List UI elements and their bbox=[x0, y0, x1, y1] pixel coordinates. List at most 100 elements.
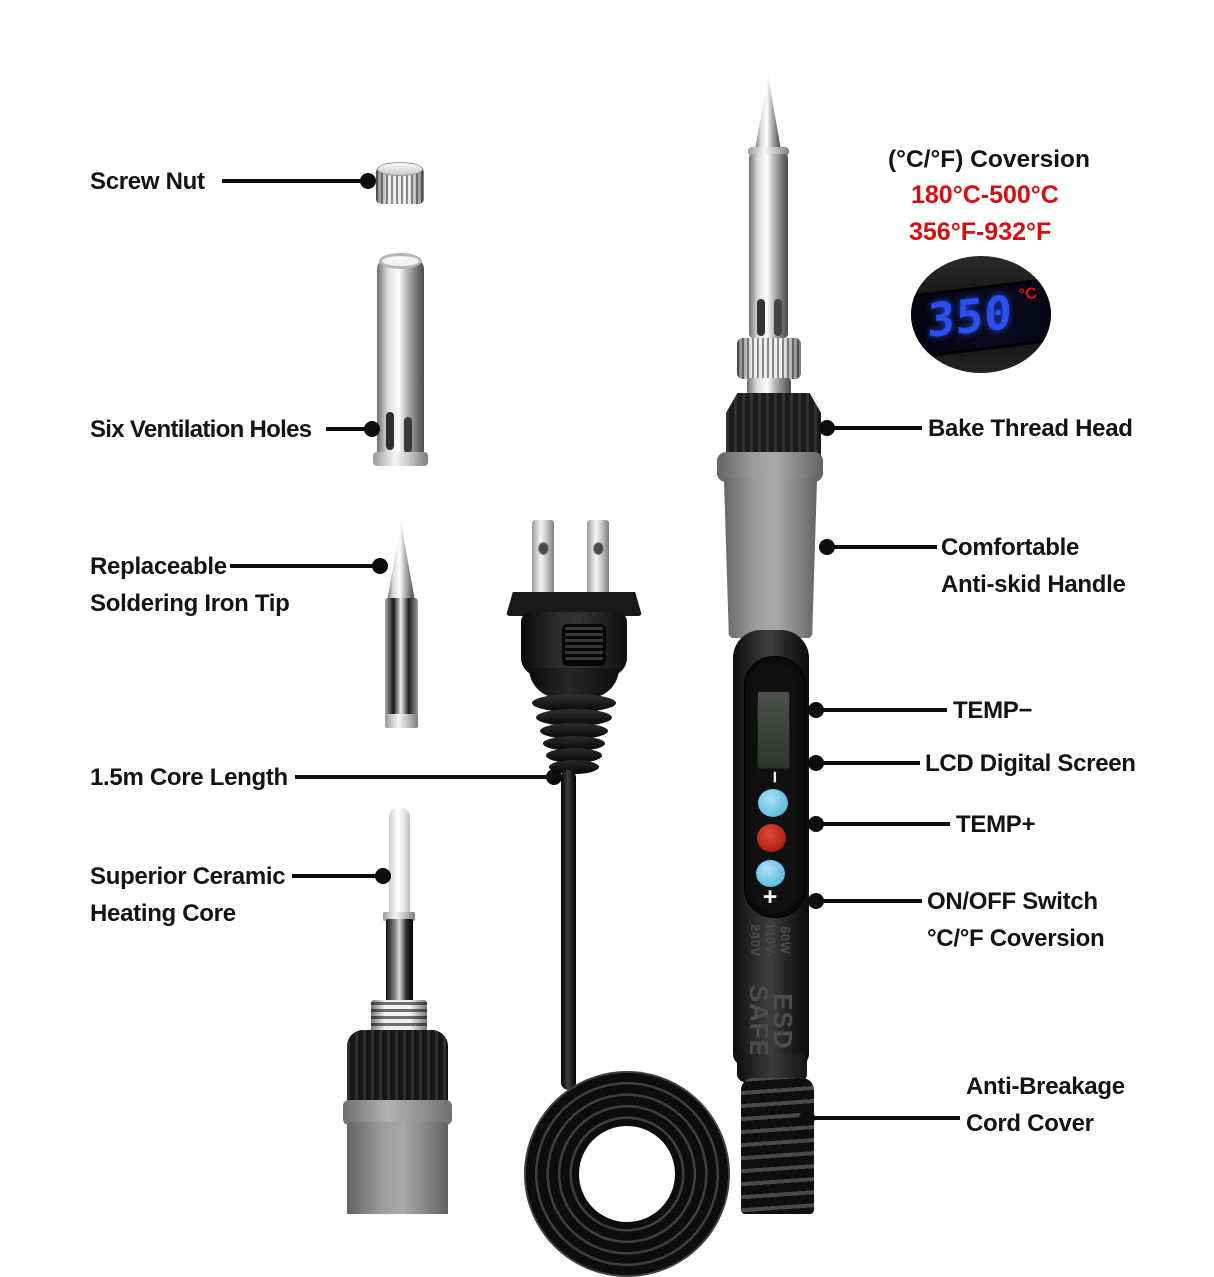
pointer-dot-ceramic-core bbox=[375, 868, 391, 884]
strain-coil bbox=[543, 736, 605, 751]
body-print: 60W 110V-240V ESD SAFE bbox=[736, 908, 806, 1058]
iron-tip-flange bbox=[748, 147, 789, 156]
prong-hole bbox=[538, 542, 549, 555]
pointer-line-tip bbox=[230, 564, 380, 568]
label-text: LCD Digital Screen bbox=[925, 750, 1136, 777]
handle-flange bbox=[717, 452, 823, 482]
label-onoff-switch: ON/OFF Switch °C/°F Coversion bbox=[927, 883, 1105, 957]
ventilation-tube-part bbox=[377, 253, 424, 455]
label-text: Soldering Iron Tip bbox=[90, 590, 290, 617]
product-infographic: { "conversion": { "title": "(°C/°F) Cove… bbox=[90, 76, 1136, 1277]
lcd-temperature-value: 350 bbox=[926, 284, 1014, 349]
pointer-line-temp-plus bbox=[816, 822, 950, 826]
strain-coil bbox=[546, 748, 602, 763]
temp-down-button bbox=[758, 789, 788, 817]
heater-gray-ring bbox=[343, 1100, 452, 1125]
label-ventilation-holes: Six Ventilation Holes bbox=[90, 411, 312, 448]
power-button bbox=[757, 824, 786, 852]
core-tube bbox=[386, 919, 413, 1003]
label-core-length: 1.5m Core Length bbox=[90, 759, 288, 796]
celsius-range: 180°C-500°C bbox=[911, 181, 1059, 209]
label-text: Comfortable bbox=[941, 534, 1080, 561]
minus-mark: − bbox=[763, 770, 786, 784]
label-text: Anti-skid Handle bbox=[941, 571, 1126, 598]
screw-nut-part bbox=[376, 162, 424, 204]
anti-skid-handle bbox=[723, 478, 818, 638]
fahrenheit-range: 356°F-932°F bbox=[909, 218, 1052, 246]
bake-thread-head bbox=[726, 393, 821, 455]
pointer-dot-core-length bbox=[546, 769, 562, 785]
lcd-digital-screen bbox=[757, 691, 790, 769]
pointer-line-ventilation bbox=[326, 427, 372, 431]
nut-lower-ring bbox=[747, 378, 791, 395]
label-text: °C/°F Coversion bbox=[927, 925, 1105, 952]
label-text: Superior Ceramic bbox=[90, 863, 286, 890]
label-text: TEMP+ bbox=[956, 811, 1036, 838]
pointer-line-handle bbox=[827, 545, 937, 549]
label-text: TEMP− bbox=[953, 697, 1033, 724]
label-text: Replaceable bbox=[90, 553, 227, 580]
pointer-dot-tip bbox=[372, 558, 388, 574]
label-soldering-tip: Replaceable Soldering Iron Tip bbox=[90, 548, 290, 622]
label-text: ON/OFF Switch bbox=[927, 888, 1098, 915]
label-ceramic-core: Superior Ceramic Heating Core bbox=[90, 858, 286, 932]
lcd-zoom-circle: 350 °C bbox=[911, 256, 1051, 373]
body-print-esd: ESD SAFE bbox=[744, 984, 798, 1058]
cord-loop bbox=[524, 1071, 730, 1277]
tube-base-flange bbox=[373, 452, 428, 466]
power-cord bbox=[561, 770, 576, 1090]
label-text: Anti-Breakage bbox=[966, 1073, 1125, 1100]
label-anti-skid-handle: Comfortable Anti-skid Handle bbox=[941, 529, 1126, 603]
pointer-line-onoff bbox=[816, 899, 922, 903]
label-text: Heating Core bbox=[90, 900, 236, 927]
conversion-title: (°C/°F) Coversion bbox=[888, 146, 1090, 173]
label-temp-plus: TEMP+ bbox=[956, 806, 1035, 843]
thread-section bbox=[371, 1000, 427, 1033]
ventilation-hole bbox=[386, 412, 394, 450]
barrel-vent-slot bbox=[774, 299, 782, 336]
iron-tip-cone bbox=[755, 76, 781, 150]
strain-coil bbox=[540, 723, 608, 739]
pointer-line-cord-cover bbox=[807, 1116, 960, 1120]
body-print-power: 60W 110V-240V bbox=[749, 908, 794, 973]
label-thread-head: Bake Thread Head bbox=[928, 410, 1133, 447]
label-text: Screw Nut bbox=[90, 168, 205, 195]
label-text: Six Ventilation Holes bbox=[90, 416, 312, 443]
label-screw-nut: Screw Nut bbox=[90, 163, 205, 200]
spare-tip-base bbox=[385, 714, 418, 728]
pointer-line-temp-minus bbox=[816, 708, 947, 712]
pointer-line-lcd bbox=[816, 761, 920, 765]
print-esd-line2: SAFE bbox=[744, 984, 774, 1058]
anti-breakage-cord-cover bbox=[741, 1078, 814, 1214]
pointer-line-ceramic-core bbox=[292, 874, 383, 878]
cord-loop-hole bbox=[579, 1126, 675, 1222]
plug-grip-ribs bbox=[562, 624, 606, 666]
plus-mark: + bbox=[762, 883, 778, 911]
label-text: Bake Thread Head bbox=[928, 415, 1133, 442]
print-wattage: 60W bbox=[778, 926, 794, 955]
lcd-temperature-unit: °C bbox=[1018, 285, 1038, 304]
prong-hole bbox=[593, 542, 604, 555]
spare-tip-body bbox=[385, 598, 418, 718]
plug-prong bbox=[587, 520, 609, 598]
label-cord-cover: Anti-Breakage Cord Cover bbox=[966, 1068, 1125, 1142]
temp-up-button bbox=[756, 860, 785, 887]
label-text: 1.5m Core Length bbox=[90, 764, 288, 791]
plug-body bbox=[521, 612, 627, 676]
label-text: Cord Cover bbox=[966, 1110, 1094, 1137]
plug-prong bbox=[532, 520, 554, 598]
print-voltage: 110V-240V bbox=[748, 922, 779, 959]
core-ferrule bbox=[383, 912, 415, 921]
pointer-line-core-length bbox=[295, 775, 554, 779]
pointer-line-screw-nut bbox=[222, 179, 368, 183]
label-temp-minus: TEMP− bbox=[953, 692, 1032, 729]
cord-cover-collar bbox=[737, 1054, 807, 1082]
barrel-vent-slot bbox=[757, 299, 765, 336]
iron-screw-nut bbox=[737, 338, 801, 379]
strain-coil bbox=[549, 760, 599, 774]
strain-coil bbox=[532, 694, 616, 712]
strain-coil bbox=[536, 709, 612, 726]
screw-nut-top bbox=[377, 162, 423, 176]
ventilation-hole bbox=[404, 417, 412, 453]
tube-opening bbox=[379, 253, 422, 269]
